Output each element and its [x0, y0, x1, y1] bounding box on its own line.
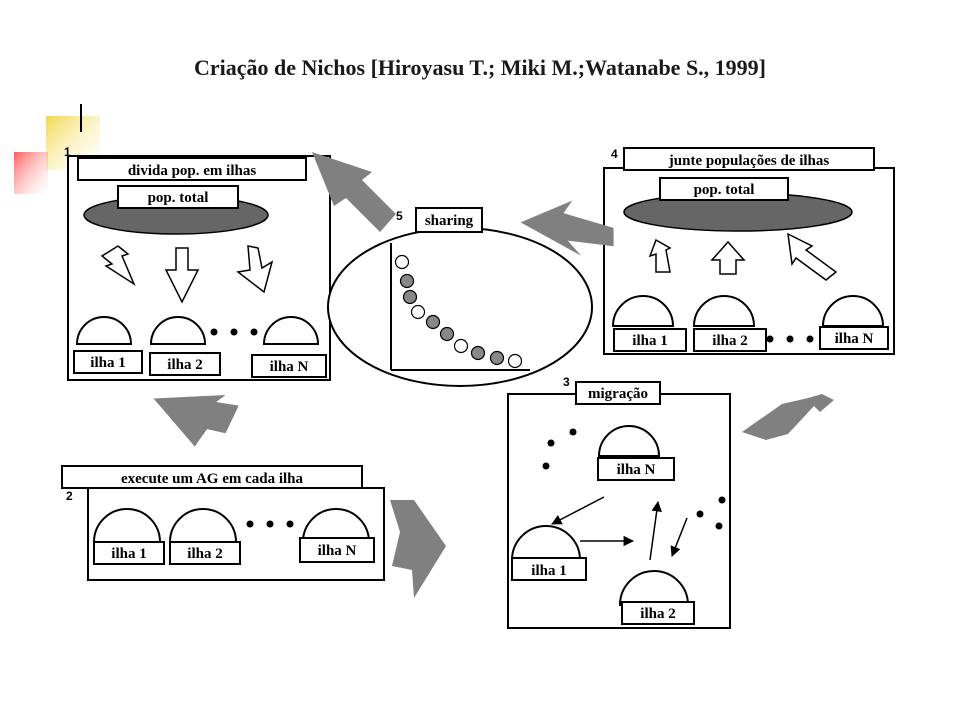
- island-label: ilha 2: [187, 546, 222, 562]
- split-arrow-left: [100, 245, 136, 286]
- island-label: ilha 2: [712, 333, 747, 349]
- panel-header: migração: [588, 386, 648, 402]
- island-circle: [75, 316, 133, 345]
- flow-arrows: [153, 152, 834, 598]
- flow-arrow-1-to-2: [153, 394, 239, 447]
- panel-migration: 3 migração ilha N ilha 1 ilha 2: [507, 375, 731, 629]
- migration-arrows: [551, 496, 688, 561]
- island-label: ilha 2: [167, 357, 202, 373]
- panel-number: 4: [611, 147, 618, 161]
- island-label: ilha 1: [531, 563, 566, 579]
- island-label: ilha N: [617, 462, 656, 478]
- sharing-points: [394, 254, 523, 369]
- total-population-label: pop. total: [694, 182, 755, 198]
- flow-arrow-2-to-3: [390, 500, 446, 598]
- island-label: ilha 1: [632, 333, 667, 349]
- island-label: ilha 1: [111, 546, 146, 562]
- flow-arrow-4-to-5: [520, 200, 614, 256]
- panel-split-population: 1 divida pop. em ilhas pop. total ilha 1…: [64, 145, 331, 381]
- panel-header: execute um AG em cada ilha: [121, 471, 304, 487]
- island-circle: [149, 316, 207, 345]
- split-arrow-center: [164, 247, 200, 304]
- slide-title: Criação de Nichos [Hiroyasu T.; Miki M.;…: [194, 55, 766, 80]
- panel-header: divida pop. em ilhas: [128, 163, 257, 179]
- island-label: ilha 2: [640, 606, 675, 622]
- flow-arrow-5-to-1: [312, 152, 396, 232]
- panel-sharing: 5 sharing: [327, 207, 593, 387]
- island-circle: [262, 316, 320, 345]
- panel-number: 1: [64, 145, 71, 159]
- join-arrow-right: [787, 232, 838, 281]
- join-arrow-left: [648, 238, 672, 273]
- panel-run-ga: 2 execute um AG em cada ilha ilha 1 ilha…: [61, 465, 385, 581]
- panel-header: junte populações de ilhas: [668, 153, 830, 169]
- flow-arrow-3-to-4: [742, 394, 834, 440]
- island-label: ilha 1: [90, 355, 125, 371]
- corner-decoration: [14, 104, 100, 194]
- panel-header-box: [77, 157, 307, 181]
- island-label: ilha N: [270, 359, 309, 375]
- panel-number: 2: [66, 489, 73, 503]
- island-label: ilha N: [318, 543, 357, 559]
- migrating-individuals: [542, 428, 726, 530]
- total-population-label: pop. total: [148, 190, 209, 206]
- island-label: ilha N: [835, 331, 874, 347]
- split-arrow-right: [236, 245, 274, 294]
- panel-join-populations: 4 junte populações de ilhas pop. total i…: [603, 147, 895, 355]
- panel-header: sharing: [425, 213, 474, 229]
- join-arrow-center: [710, 240, 746, 275]
- panel-number: 3: [563, 375, 570, 389]
- panel-number: 5: [396, 209, 403, 223]
